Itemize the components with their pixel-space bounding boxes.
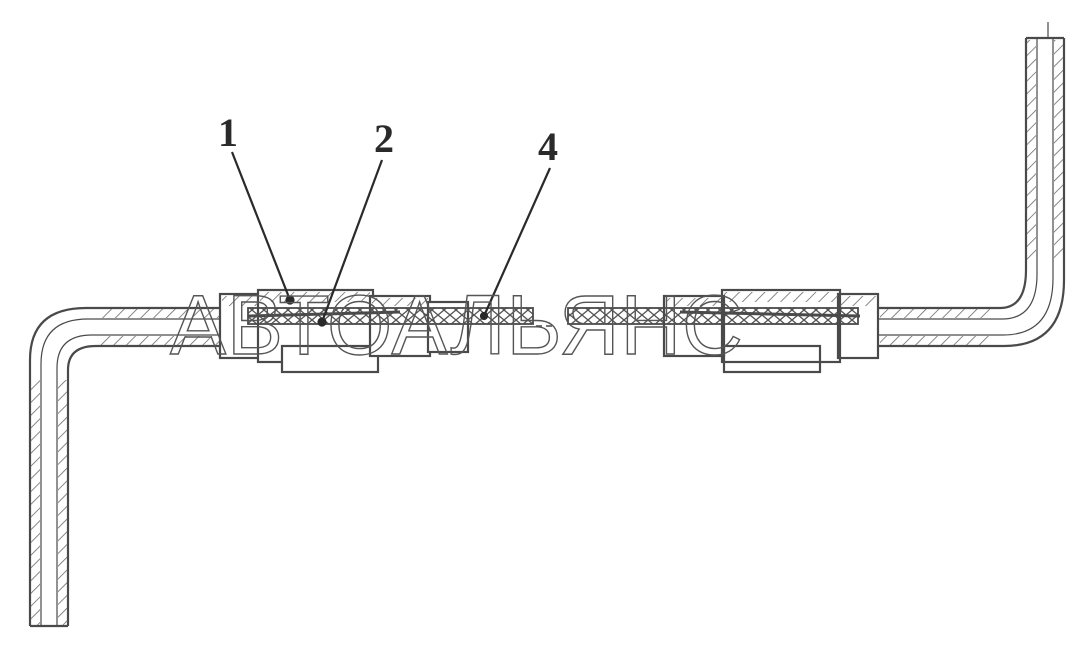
hose-right (567, 307, 861, 325)
callout-1: 1 (218, 110, 238, 155)
callout-4: 4 (538, 124, 558, 169)
callout-2: 2 (374, 116, 394, 161)
leader-lines (230, 151, 552, 327)
left-pipe-wall-hatch (31, 309, 230, 625)
right-fitting (662, 288, 880, 374)
watermark-logo: АВТОАЛЬЯНС (170, 278, 744, 372)
left-fitting-hatch (222, 292, 428, 306)
left-bent-pipe (28, 306, 232, 628)
right-fitting-hatch (666, 292, 876, 306)
right-pipe-wall-hatch (880, 40, 1063, 345)
right-bent-pipe (878, 22, 1066, 348)
